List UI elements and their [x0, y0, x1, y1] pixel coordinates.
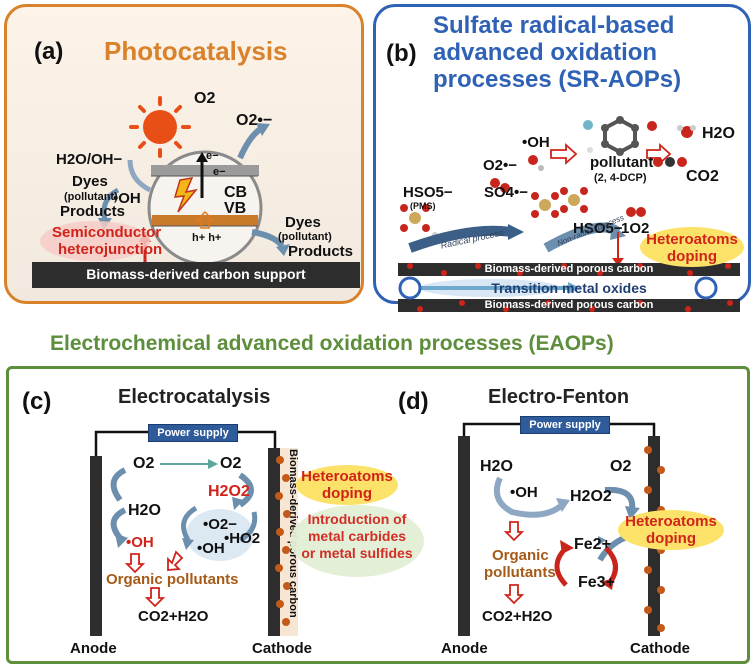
pms-label: (PMS)	[410, 201, 436, 211]
d-heteroatoms-line2: doping	[646, 530, 696, 547]
panel-b-title-3: processes (SR-AOPs)	[433, 66, 682, 93]
panel-a-letter: (a)	[34, 38, 64, 65]
d-organic-line1: Organic	[492, 547, 549, 564]
b-water-label: H2O	[702, 125, 735, 142]
c-carbides-line3: or metal sulfides	[301, 545, 413, 561]
c-heteroatoms-line2: doping	[322, 485, 372, 502]
vb-label: VB	[224, 200, 247, 217]
valence-band	[152, 215, 258, 226]
panel-c-title: Electrocatalysis	[118, 386, 271, 408]
pollutant-left-label: (pollutant)	[64, 191, 118, 203]
dyes-right-label: Dyes	[285, 214, 321, 231]
b-co2-label: CO2	[686, 168, 719, 185]
c-carbides-line2: metal carbides	[307, 528, 407, 544]
heterojunction-label-2: heterojunction	[58, 241, 163, 258]
holes-label: h+ h+	[192, 232, 222, 244]
d-anode-label: Anode	[441, 640, 488, 657]
c-oxygen-right: O2	[220, 455, 242, 472]
water-hydroxide-label: H2O/OH−	[56, 151, 123, 168]
dyes-left-label: Dyes	[72, 173, 108, 190]
b-heteroatoms-doping-badge: Heteroatoms doping	[640, 227, 744, 267]
d-cathode-label: Cathode	[630, 640, 690, 657]
hso5-left-label: HSO5−	[403, 184, 453, 201]
d-water-label: H2O	[480, 458, 513, 475]
c-cathode-label: Cathode	[252, 640, 312, 657]
products-left-label: Products	[60, 203, 126, 220]
eaops-title: Electrochemical advanced oxidation proce…	[50, 332, 614, 355]
c-power-supply: Power supply	[148, 424, 238, 442]
c-heteroatoms-doping-badge: Heteroatoms doping	[296, 465, 398, 505]
panel-b-title-2: advanced oxidation	[433, 39, 658, 66]
d-heteroatoms-doping-badge: Heteroatoms doping	[618, 510, 724, 550]
c-anode-bar	[90, 456, 102, 636]
superoxide-label: O2•−	[236, 112, 273, 129]
c-water-label: H2O	[128, 502, 161, 519]
sulfate-radical-label: SO4•−	[484, 184, 529, 201]
c-hydroperoxyl-label: •HO2	[224, 530, 261, 547]
panel-a-title: Photocatalysis	[104, 36, 288, 66]
c-products-label: CO2+H2O	[138, 608, 209, 625]
heterojunction-highlight	[40, 221, 150, 261]
hso5-right-label: HSO5−	[573, 220, 623, 237]
panel-d-title: Electro-Fenton	[488, 386, 630, 408]
b-hydroxyl-label: •OH	[522, 134, 550, 151]
transition-metal-label: Transition metal oxides	[491, 280, 647, 296]
singlet-oxygen-icon	[626, 207, 646, 217]
products-right-label: Products	[288, 243, 354, 260]
b-pollutant-name: (2, 4-DCP)	[594, 172, 647, 184]
c-anode-label: Anode	[70, 640, 117, 657]
d-organic-line2: pollutants	[484, 564, 556, 581]
b-superoxide-label: O2•−	[483, 157, 518, 174]
c-cathode-bar	[268, 448, 280, 636]
singlet-oxygen-label: 1O2	[621, 220, 650, 237]
panel-d-letter: (d)	[398, 388, 429, 415]
c-hydroxyl-label: •OH	[126, 534, 154, 551]
c-carbides-line1: Introduction of	[307, 511, 407, 527]
cb-label: CB	[224, 184, 248, 201]
carbon-support-label: Biomass-derived carbon support	[86, 266, 306, 282]
panel-c-letter: (c)	[22, 388, 52, 415]
d-h2o2-label: H2O2	[570, 488, 612, 505]
d-hydroxyl-label: •OH	[510, 484, 538, 501]
panel-b-title-1: Sulfate radical-based	[433, 12, 675, 39]
water-molecule-icon	[677, 125, 696, 138]
electron-mid-label: e−	[213, 166, 226, 178]
superoxide-molecule-icon	[490, 178, 510, 193]
d-products-label: CO2+H2O	[482, 608, 553, 625]
c-oxygen-left: O2	[133, 455, 155, 472]
b-carbon-bottom-label: Biomass-derived porous carbon	[484, 299, 654, 311]
pollutant-right-label: (pollutant)	[278, 231, 332, 243]
oxygen-label: O2	[194, 90, 216, 107]
d-oxygen-label: O2	[610, 458, 632, 475]
sulfate-radical-icon	[531, 192, 559, 218]
c-heteroatoms-line1: Heteroatoms	[301, 468, 393, 485]
sun-icon	[129, 96, 191, 158]
conduction-band	[151, 165, 259, 176]
b-carbon-top-label: Biomass-derived porous carbon	[484, 263, 654, 275]
ferrous-label: Fe2+	[574, 536, 611, 553]
d-heteroatoms-line1: Heteroatoms	[625, 513, 717, 530]
ferric-label: Fe3+	[578, 574, 615, 591]
c-organic-pollutants: Organic pollutants	[106, 571, 239, 588]
hydroxyl-radical-label: •OH	[113, 190, 141, 207]
electron-top-label: e−	[206, 150, 219, 162]
d-power-supply: Power supply	[520, 416, 610, 434]
b-heteroatoms-line2: doping	[667, 248, 717, 265]
b-pollutant-label: pollutant	[590, 154, 654, 171]
hso5-molecule-icon	[560, 187, 588, 213]
c-superoxide-label: •O2−	[203, 516, 238, 533]
heterojunction-label-1: Semiconductor	[52, 224, 162, 241]
c-carbides-badge: Introduction of metal carbides or metal …	[290, 505, 424, 577]
hydroxyl-molecule-icon	[528, 155, 544, 171]
lightning-icon	[173, 177, 198, 213]
c-h2o2-label: H2O2	[208, 483, 250, 500]
c-hydroxyl-b-label: •OH	[197, 540, 225, 557]
pollutant-molecule-icon	[583, 116, 657, 156]
b-heteroatoms-line1: Heteroatoms	[646, 231, 738, 248]
d-anode-bar	[458, 436, 470, 636]
panel-b-letter: (b)	[386, 40, 417, 67]
